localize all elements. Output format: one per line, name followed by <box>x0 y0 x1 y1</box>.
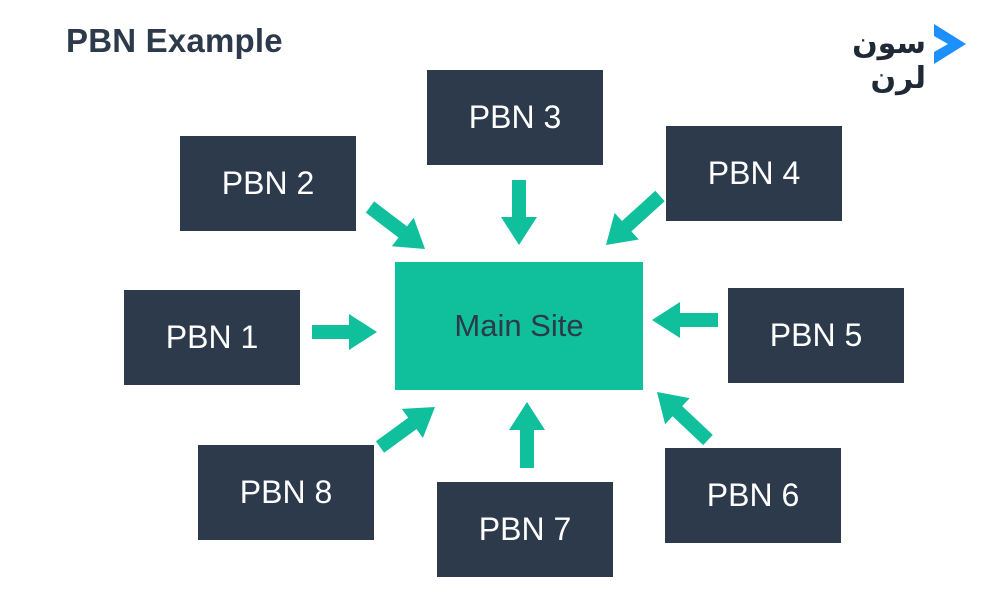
arrow-pbn-1 <box>312 314 377 350</box>
node-pbn-6: PBN 6 <box>665 448 841 543</box>
arrow-pbn-4 <box>606 190 665 245</box>
page-title: PBN Example <box>66 22 283 59</box>
node-pbn-3: PBN 3 <box>427 70 603 165</box>
node-pbn-1: PBN 1 <box>124 290 300 385</box>
arrow-pbn-7 <box>509 402 545 468</box>
node-pbn-4: PBN 4 <box>666 126 842 221</box>
arrow-pbn-5 <box>652 302 718 338</box>
node-pbn-7: PBN 7 <box>437 482 613 577</box>
arrow-pbn-6 <box>657 392 713 446</box>
brand-logo: سون لرن <box>796 18 976 96</box>
node-main-site: Main Site <box>395 262 643 390</box>
node-pbn-8: PBN 8 <box>198 445 374 540</box>
arrow-pbn-2 <box>365 201 425 249</box>
node-pbn-2: PBN 2 <box>180 136 356 231</box>
arrow-pbn-3 <box>501 180 537 245</box>
node-pbn-5: PBN 5 <box>728 288 904 383</box>
arrow-pbn-8 <box>375 407 435 453</box>
brand-logo-text: سون لرن <box>852 26 926 96</box>
brand-mark-icon <box>934 24 966 64</box>
